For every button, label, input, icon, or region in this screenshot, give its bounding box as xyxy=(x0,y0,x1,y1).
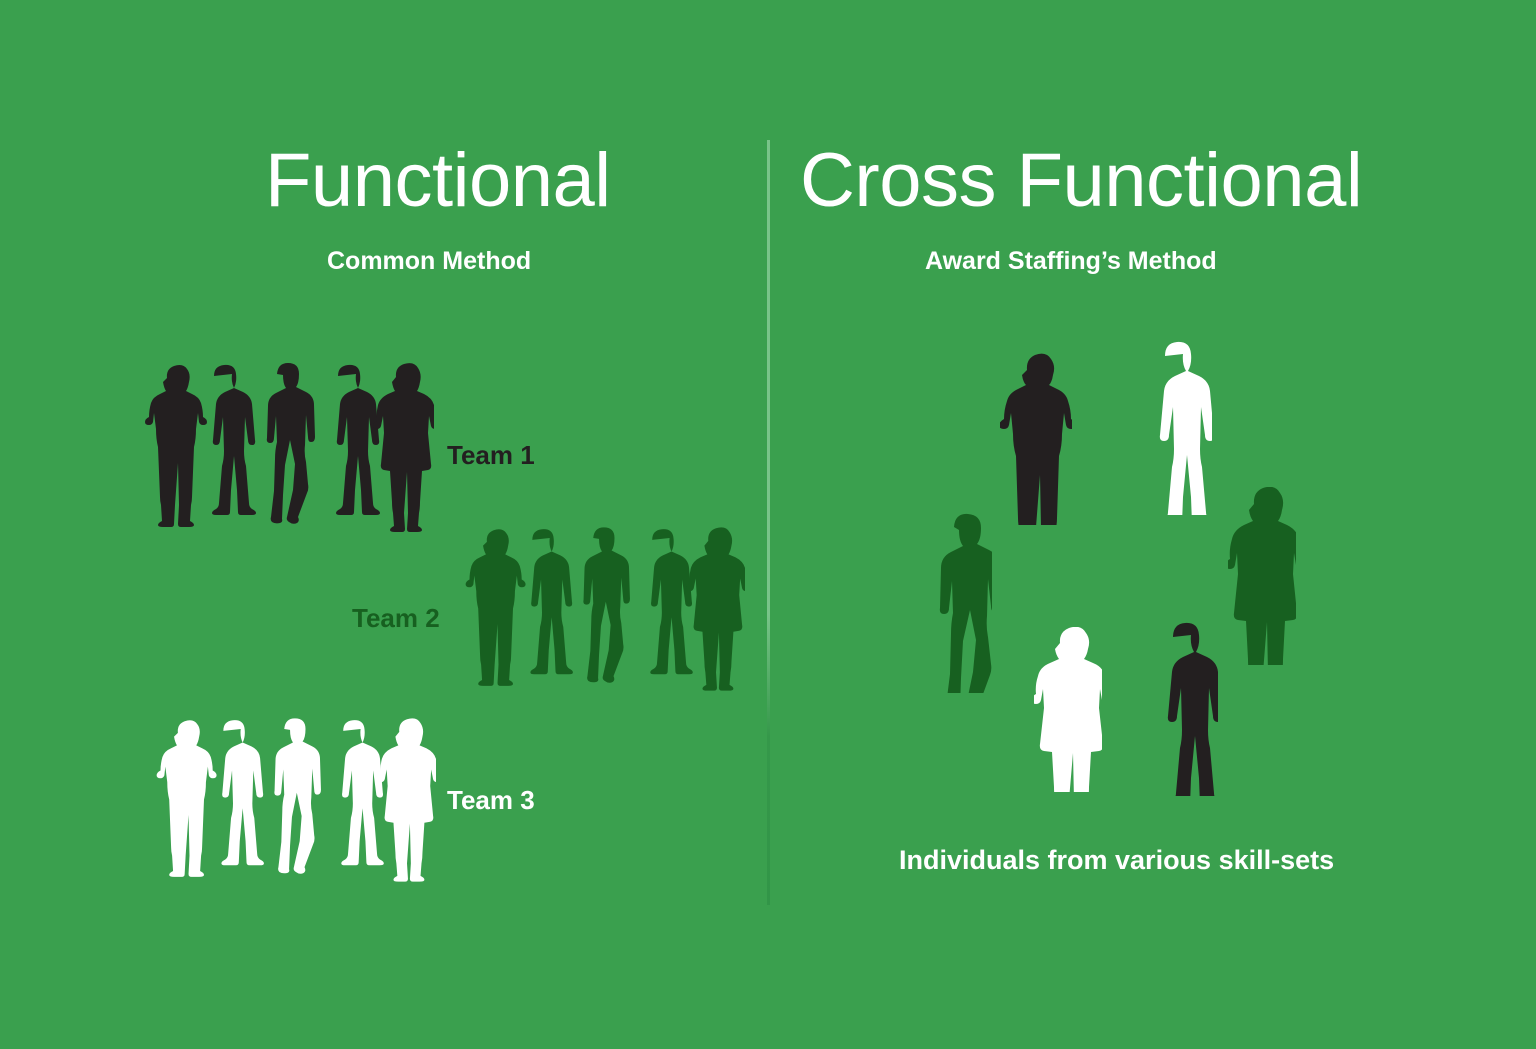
subtitle-award-staffing-method: Award Staffing’s Method xyxy=(925,247,1217,275)
individual-man-white-silhouette xyxy=(1142,340,1212,515)
panel-divider xyxy=(767,140,770,905)
page-title-functional: Functional xyxy=(265,138,611,223)
team-label-2: Team 2 xyxy=(352,603,440,633)
page-title-cross-functional: Cross Functional xyxy=(800,138,1363,223)
individual-woman-white-silhouette xyxy=(1034,627,1102,792)
individual-woman-green-silhouette xyxy=(1228,487,1296,665)
individual-woman-dark-silhouette xyxy=(1000,353,1072,525)
team-2-group-silhouette xyxy=(455,524,745,694)
team-3-group-silhouette xyxy=(146,706,436,894)
team-1-group-silhouette xyxy=(134,360,434,535)
team-label-3: Team 3 xyxy=(447,785,535,815)
subtitle-common-method: Common Method xyxy=(327,247,532,275)
team-label-1: Team 1 xyxy=(447,440,535,470)
individual-man-green-silhouette xyxy=(930,513,992,693)
individual-man-dark-silhouette xyxy=(1152,621,1218,796)
caption-individuals-from-various-skill-sets: Individuals from various skill-sets xyxy=(899,845,1335,875)
